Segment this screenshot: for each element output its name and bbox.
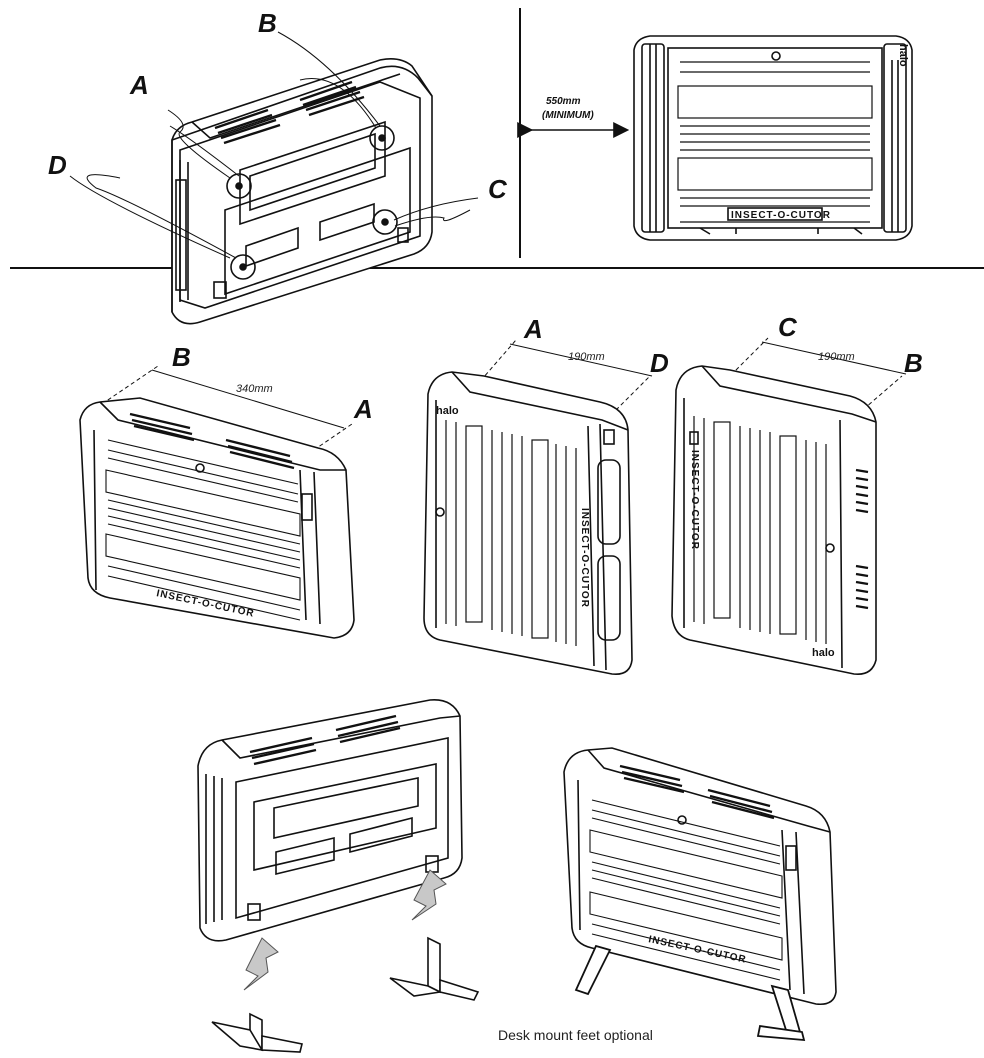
side-right-logo: halo	[812, 647, 835, 659]
rear-view-mounting	[171, 58, 433, 325]
label-b-top: B	[258, 8, 277, 38]
front-logo: halo	[897, 44, 909, 67]
caption: Desk mount feet optional	[498, 1027, 653, 1043]
clearance-dimension: 550mm (MINIMUM)	[517, 96, 630, 138]
loose-foot-right	[389, 936, 480, 1001]
loose-foot-left	[211, 1012, 303, 1053]
depth-right-value: 190mm	[818, 351, 855, 363]
label-d-top: D	[48, 150, 67, 180]
attach-arrow-right	[411, 869, 447, 921]
label-c-top: C	[488, 174, 508, 204]
label-b-depth: B	[904, 348, 923, 378]
leader-lines-rear	[69, 31, 479, 259]
label-a-width: A	[353, 394, 373, 424]
label-c-depth: C	[778, 312, 798, 342]
side-unit-left	[423, 371, 633, 676]
label-d-depth: D	[650, 348, 669, 378]
label-a-top: A	[129, 70, 149, 100]
front-angled-unit	[79, 397, 355, 639]
clearance-line2: (MINIMUM)	[542, 110, 594, 121]
side-unit-right	[671, 365, 877, 676]
label-a-depth: A	[523, 314, 543, 344]
depth-left-value: 190mm	[568, 351, 605, 363]
label-b-width: B	[172, 342, 191, 372]
clearance-line1: 550mm	[546, 96, 581, 107]
side-left-logo: halo	[436, 405, 459, 417]
rear-view-feet	[197, 699, 463, 942]
unit-on-feet	[563, 747, 837, 1042]
side-right-wordmark: INSECT-O-CUTOR	[689, 450, 700, 550]
attach-arrow-left	[243, 937, 279, 991]
front-view-unit	[633, 35, 913, 241]
width-value: 340mm	[236, 383, 273, 395]
front-wordmark: INSECT-O-CUTOR	[731, 210, 831, 221]
side-left-wordmark: INSECT-O-CUTOR	[579, 508, 590, 608]
